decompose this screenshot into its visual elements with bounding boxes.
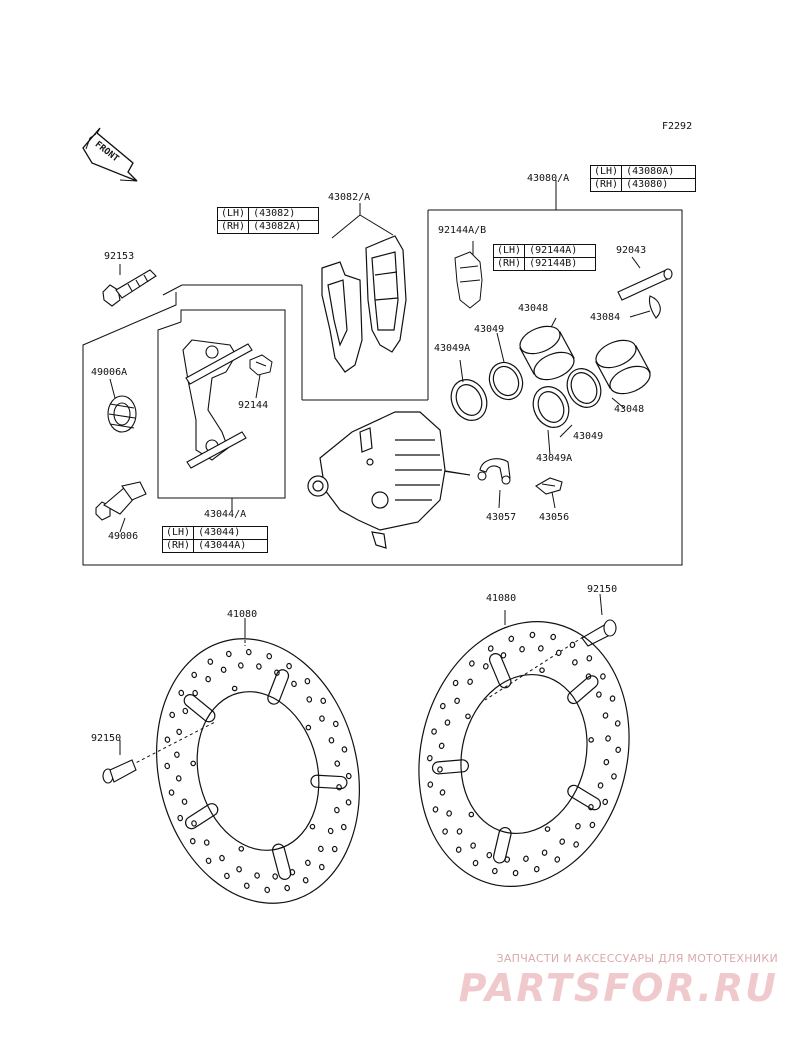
watermark-logo: PARTSFOR.RU	[458, 966, 778, 1010]
table-43080: (LH)(43080A) (RH)(43080)	[590, 165, 696, 192]
pad-pin-92043	[617, 268, 673, 319]
label-92150-left: 92150	[91, 733, 122, 744]
caliper-assembly-outline	[82, 209, 683, 566]
bolt-92153	[102, 269, 157, 307]
pad-spring-92144AB	[454, 251, 483, 309]
label-49006: 49006	[108, 531, 139, 542]
label-43056: 43056	[539, 512, 570, 523]
brake-pads	[321, 235, 407, 373]
seals	[450, 361, 602, 428]
label-43044A: 43044/A	[204, 509, 247, 520]
label-43049A-bottom: 43049A	[536, 453, 573, 464]
table-92144: (LH)(92144A) (RH)(92144B)	[493, 244, 596, 271]
table-43082: (LH)(43082) (RH)(43082A)	[217, 207, 319, 234]
label-41080-left: 41080	[227, 609, 258, 620]
label-43049A-top: 43049A	[434, 343, 471, 354]
front-arrow-icon	[82, 127, 138, 182]
label-92150-right: 92150	[587, 584, 618, 595]
caliper-body	[307, 411, 446, 549]
table-43044: (LH)(43044) (RH)(43044A)	[162, 526, 268, 553]
watermark-tagline: ЗАПЧАСТИ И АКСЕССУАРЫ ДЛЯ МОТОТЕХНИКИ	[496, 952, 778, 965]
label-43082A: 43082/A	[328, 192, 371, 203]
brake-disc-right	[418, 621, 630, 887]
figure-id: F2292	[662, 121, 693, 132]
disc-bolt-left	[102, 759, 137, 784]
label-43049-bottom: 43049	[573, 431, 604, 442]
label-43080A: 43080/A	[527, 173, 570, 184]
bracket-subassembly-outline	[157, 309, 286, 499]
label-43057: 43057	[486, 512, 517, 523]
pin-clip-92144	[249, 354, 273, 376]
label-92144AB: 92144A/B	[438, 225, 487, 236]
label-43048-top: 43048	[518, 303, 549, 314]
bleed-parts	[477, 458, 563, 495]
boot-49006A	[107, 395, 137, 433]
label-92153: 92153	[104, 251, 135, 262]
piston-43048-bottom	[595, 339, 651, 395]
label-43084: 43084	[590, 312, 621, 323]
piston-43048-top	[519, 325, 575, 381]
label-49006A: 49006A	[91, 367, 128, 378]
pin-49006	[95, 481, 147, 521]
brake-disc-left	[156, 638, 360, 904]
caliper-bracket	[182, 339, 253, 469]
disc-bolt-right	[581, 619, 617, 647]
label-92043: 92043	[616, 245, 647, 256]
label-41080-right: 41080	[486, 593, 517, 604]
label-43048-bottom: 43048	[614, 404, 645, 415]
label-43049-top: 43049	[474, 324, 505, 335]
label-92144: 92144	[238, 400, 269, 411]
